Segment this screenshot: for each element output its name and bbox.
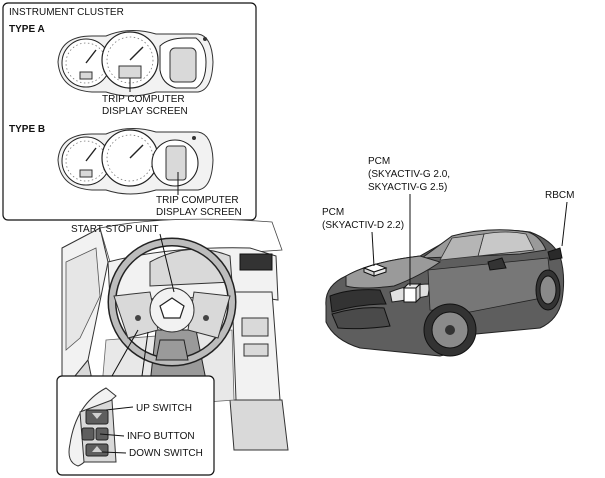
start-stop-leader bbox=[159, 233, 175, 293]
down-switch-leader bbox=[101, 451, 127, 454]
down-switch-label: DOWN SWITCH bbox=[129, 448, 203, 459]
pcm-d-engine-label: (SKYACTIV-D 2.2) bbox=[322, 220, 404, 231]
instrument-cluster-label: INSTRUMENT CLUSTER bbox=[9, 7, 124, 18]
pcm-d-box-front bbox=[373, 267, 387, 277]
rbcm-label: RBCM bbox=[545, 190, 574, 201]
cluster-type-a bbox=[57, 30, 214, 97]
pcm-g-box-side bbox=[415, 282, 421, 304]
pcm-g-engine-label-2: SKYACTIV-G 2.5) bbox=[368, 182, 447, 193]
inset-leader-right bbox=[141, 331, 149, 377]
cluster-type-b bbox=[57, 128, 214, 195]
trip-computer-b-label: TRIP COMPUTER bbox=[156, 195, 239, 206]
start-stop-unit-label: START STOP UNIT bbox=[71, 224, 158, 235]
inset-leader-left bbox=[111, 329, 139, 377]
trip-computer-a-label: TRIP COMPUTER bbox=[102, 94, 185, 105]
rbcm-leader bbox=[561, 201, 568, 247]
up-switch-label: UP SWITCH bbox=[136, 403, 192, 414]
info-button-label: INFO BUTTON bbox=[127, 431, 195, 442]
pcm-g-engine-label-1: (SKYACTIV-G 2.0, bbox=[368, 169, 450, 180]
up-switch-leader bbox=[105, 406, 134, 411]
type-a-label: TYPE A bbox=[9, 24, 45, 35]
pcm-g-box bbox=[403, 287, 417, 303]
display-screen-a-label: DISPLAY SCREEN bbox=[102, 106, 188, 117]
steering-switch-illustration bbox=[68, 387, 117, 467]
type-b-label: TYPE B bbox=[9, 124, 45, 135]
pcm-d-leader bbox=[371, 231, 375, 267]
pcm-g-label: PCM bbox=[368, 156, 390, 167]
display-screen-b-label: DISPLAY SCREEN bbox=[156, 207, 242, 218]
pcm-d-label: PCM bbox=[322, 207, 344, 218]
car-illustration bbox=[325, 229, 565, 357]
info-button-leader bbox=[99, 433, 125, 437]
